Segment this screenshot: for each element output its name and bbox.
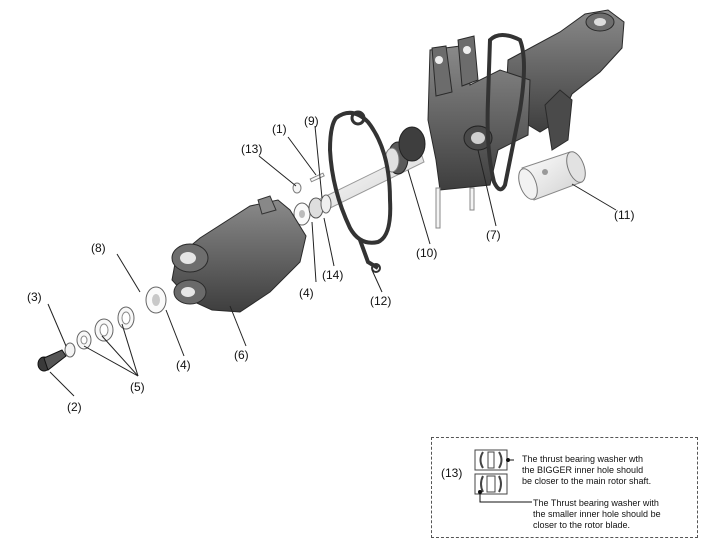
- part-1-pin: [309, 172, 325, 183]
- label-part-1: (1): [272, 122, 287, 136]
- part-2-screw: [37, 349, 67, 372]
- label-part-6: (6): [234, 348, 249, 362]
- hub-pins: [435, 187, 475, 229]
- washer-orientation-note: [431, 437, 698, 538]
- washer-icon-bigger: [474, 449, 514, 471]
- label-part-5: (5): [130, 380, 145, 394]
- note-smaller-line-2: the smaller inner hole should be: [533, 509, 661, 519]
- note-smaller-line-1: The Thrust bearing washer with: [533, 498, 659, 508]
- leader-lines: [47, 125, 617, 397]
- part-11-sleeve: [518, 151, 586, 201]
- label-part-14: (14): [322, 268, 344, 282]
- note-bigger-hole-text: The thrust bearing washer wth the BIGGER…: [522, 454, 651, 487]
- label-part-10: (10): [416, 246, 438, 260]
- label-part-11: (11): [614, 208, 635, 222]
- part-10-collar: [384, 126, 426, 175]
- note-smaller-hole-text: The Thrust bearing washer with the small…: [533, 498, 661, 531]
- label-part-4-outer: (4): [176, 358, 191, 372]
- label-part-7: (7): [486, 228, 501, 242]
- bearing-set-inner: [293, 194, 332, 226]
- label-part-8: (8): [91, 241, 106, 255]
- right-blade-grip: [505, 9, 625, 151]
- label-part-3: (3): [27, 290, 42, 304]
- note-smaller-line-3: closer to the rotor blade.: [533, 520, 631, 530]
- note-bigger-line-2: the BIGGER inner hole should: [522, 465, 644, 475]
- label-part-12: (12): [370, 294, 392, 308]
- part-12-ring: [327, 110, 393, 273]
- note-bigger-line-3: be closer to the main rotor shaft.: [522, 476, 652, 486]
- label-part-13: (13): [241, 142, 263, 156]
- part-6-blade-grip: [171, 195, 307, 313]
- washer-icon-smaller: [474, 473, 532, 503]
- note-bigger-line-1: The thrust bearing washer wth: [522, 454, 644, 464]
- label-part-9: (9): [304, 114, 319, 128]
- note-ref-label: (13): [441, 466, 463, 480]
- outer-washer-stack: [64, 286, 167, 358]
- linkage-ring-right: [485, 33, 526, 192]
- label-part-4-inner: (4): [299, 286, 314, 300]
- label-part-2: (2): [67, 400, 82, 414]
